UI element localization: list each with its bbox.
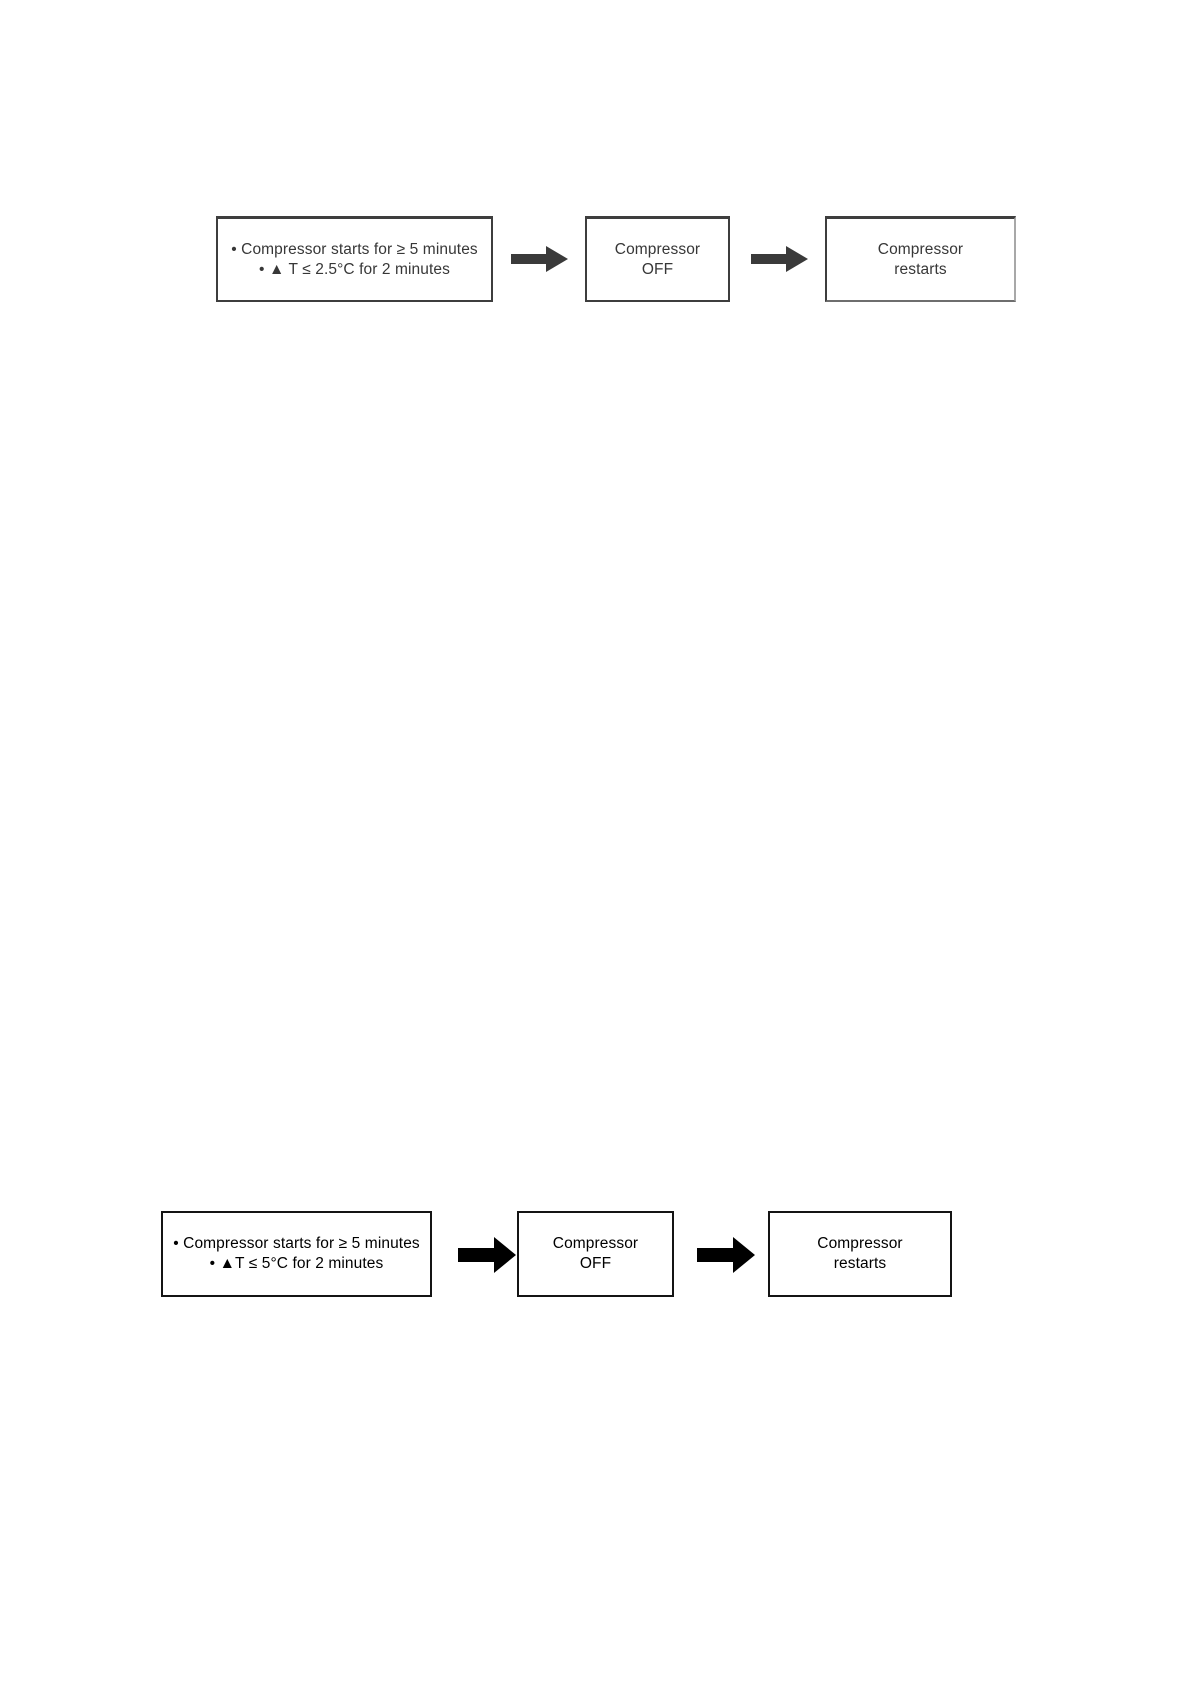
flow-step-compressor-restarts: Compressor restarts — [768, 1211, 952, 1297]
block-arrow-shape — [751, 246, 808, 272]
restart-line-1: Compressor — [817, 1235, 903, 1252]
condition-line-2: • ▲T ≤ 5°C for 2 minutes — [209, 1255, 384, 1272]
block-arrow-shape — [511, 246, 568, 272]
restart-line-1: Compressor — [877, 240, 964, 258]
flow-arrow-icon — [511, 246, 568, 272]
block-arrow-shape — [458, 1237, 516, 1273]
condition-line-2: • ▲ T ≤ 2.5°C for 2 minutes — [259, 260, 450, 278]
restart-line-2: restarts — [833, 1255, 887, 1272]
condition-line-1: • Compressor starts for ≥ 5 minutes — [173, 1235, 420, 1252]
flow-step-compressor-restarts: Compressor restarts — [825, 216, 1016, 302]
flow-arrow-icon — [751, 246, 808, 272]
block-arrow-shape — [697, 1237, 755, 1273]
flow-step-compressor-off: Compressor OFF — [517, 1211, 674, 1297]
off-line-2: OFF — [641, 260, 674, 278]
condition-line-1: • Compressor starts for ≥ 5 minutes — [231, 240, 478, 258]
flow-arrow-icon — [697, 1237, 755, 1273]
flow-step-condition: • Compressor starts for ≥ 5 minutes • ▲T… — [161, 1211, 432, 1297]
flow-arrow-icon — [458, 1237, 516, 1273]
off-line-1: Compressor — [552, 1235, 639, 1252]
flow-step-compressor-off: Compressor OFF — [585, 216, 730, 302]
off-line-1: Compressor — [614, 240, 701, 258]
flow-step-condition: • Compressor starts for ≥ 5 minutes • ▲ … — [216, 216, 493, 302]
off-line-2: OFF — [579, 1255, 612, 1272]
restart-line-2: restarts — [894, 260, 947, 278]
